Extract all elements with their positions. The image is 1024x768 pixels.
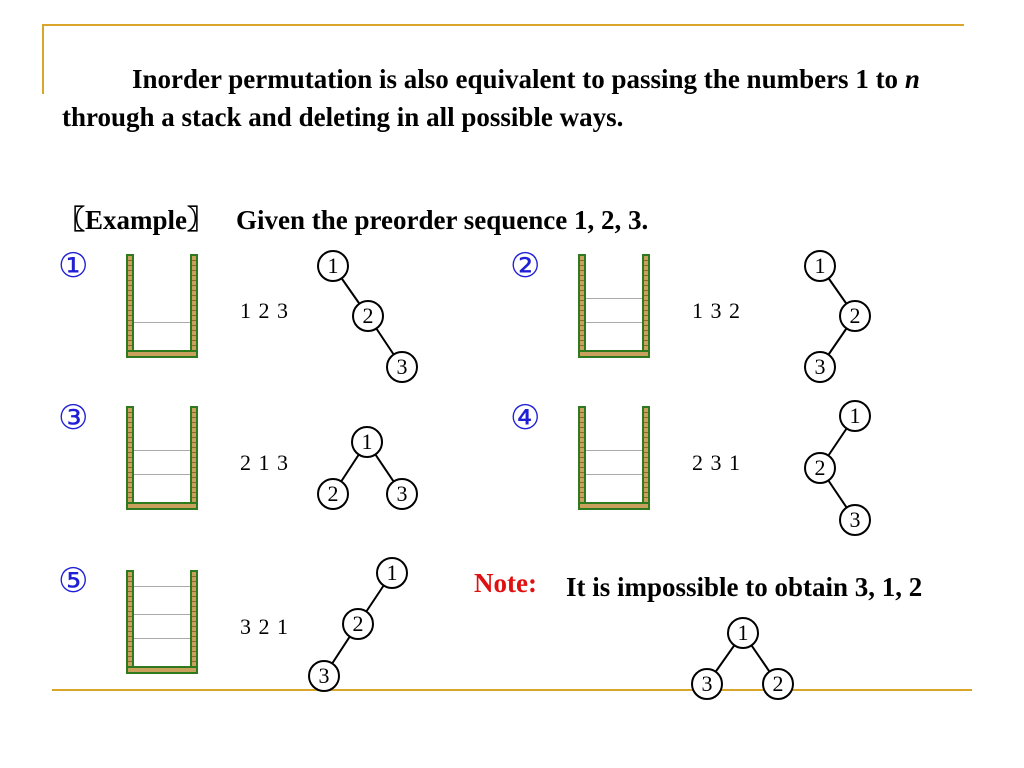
tree-node-label: 1 [815,253,826,278]
tree-node [386,478,418,510]
top-rule [44,24,964,26]
tree-node-label: 3 [815,354,826,379]
tree-1: 1 2 3 [317,250,418,383]
tree-node-label: 1 [738,620,749,645]
tree-node-label: 1 [387,560,398,585]
case-marker-3: ③ [58,400,89,437]
tree-node [804,351,836,383]
sequence-4: 2 3 1 [692,450,741,475]
tree-node-label: 3 [850,507,861,532]
case-marker-1: ① [58,248,89,285]
tree-node [762,668,794,700]
tree-node-label: 2 [363,303,374,328]
case-marker-4: ④ [510,400,541,437]
tree-node [727,617,759,649]
note-label: Note: [474,568,537,598]
left-rule [42,24,44,94]
example-line: 〖Example〗 Given the preorder sequence 1, … [58,198,648,237]
tree-node [317,250,349,282]
tree-node-label: 2 [773,671,784,696]
tree-node [351,426,383,458]
tree-node [804,452,836,484]
tree-node-label: 3 [397,481,408,506]
tree-node-label: 1 [362,429,373,454]
tree-node [386,351,418,383]
tree-5: 1 2 3 [308,557,408,692]
intro-paragraph: Inorder permutation is also equivalent t… [62,60,962,136]
tree-node [839,300,871,332]
tree-node [839,400,871,432]
tree-node-label: 2 [328,481,339,506]
tree-node [317,478,349,510]
stack-5 [126,570,198,674]
intro-variable: n [904,64,920,94]
stack-3 [126,406,198,510]
tree-node [839,504,871,536]
tree-node-label: 2 [850,303,861,328]
stack-2 [578,254,650,358]
tree-node-label: 1 [328,253,339,278]
tree-node-label: 3 [397,354,408,379]
sequence-2: 1 3 2 [692,298,741,323]
bottom-rule [52,689,972,691]
example-label: 〖Example〗 [58,205,215,235]
stack-4 [578,406,650,510]
case-marker-5: ⑤ [58,563,89,600]
tree-node-label: 3 [319,663,330,688]
tree-node [352,300,384,332]
tree-node [691,668,723,700]
tree-node-label: 3 [702,671,713,696]
tree-2: 1 2 3 [804,250,871,383]
case-marker-2: ② [510,248,541,285]
tree-node [308,660,340,692]
tree-node [804,250,836,282]
tree-node-label: 2 [353,611,364,636]
intro-part1: Inorder permutation is also equivalent t… [132,64,905,94]
tree-4: 1 2 3 [804,400,871,536]
tree-node [376,557,408,589]
tree-node-label: 2 [815,455,826,480]
example-text: Given the preorder sequence 1, 2, 3. [236,205,649,235]
intro-part2: through a stack and deleting in all poss… [62,102,624,132]
tree-node-label: 1 [850,403,861,428]
tree-node [342,608,374,640]
tree-3: 1 2 3 [317,426,418,510]
sequence-1: 1 2 3 [240,298,289,323]
sequence-3: 2 1 3 [240,450,289,475]
sequence-5: 3 2 1 [240,614,289,639]
tree-impossible: 1 3 2 [691,617,794,700]
note-text: It is impossible to obtain 3, 1, 2 [566,572,923,602]
stack-1 [126,254,198,358]
